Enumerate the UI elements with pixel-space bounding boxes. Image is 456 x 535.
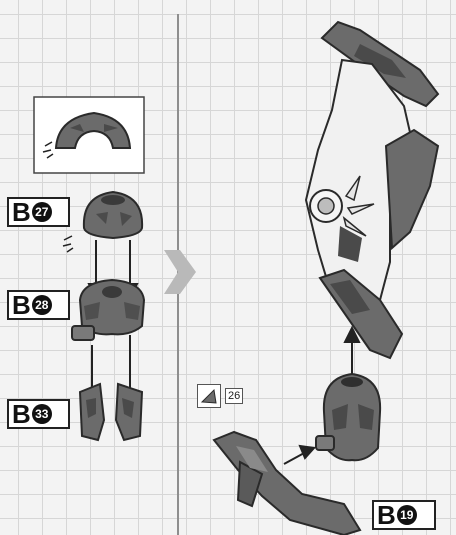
- b27-attention-marks: [63, 236, 73, 252]
- part-letter: B: [12, 199, 31, 225]
- part-label-b28: B 28: [7, 290, 70, 320]
- part-letter: B: [12, 292, 31, 318]
- part-letter: B: [377, 502, 396, 528]
- part-b27-shape: [84, 192, 142, 238]
- reference-thumbnail-icon: [198, 385, 220, 407]
- step-arrow-icon: [164, 250, 196, 294]
- part-b33-shape: [80, 384, 142, 440]
- part-b28-shape: [72, 280, 144, 340]
- reference-step-number: 26: [225, 388, 243, 404]
- part-label-b27: B 27: [7, 197, 70, 227]
- part-number-badge: 27: [32, 202, 52, 222]
- part-letter: B: [12, 401, 31, 427]
- part-number-badge: 19: [397, 505, 417, 525]
- part-number-badge: 28: [32, 295, 52, 315]
- part-number-badge: 33: [32, 404, 52, 424]
- reference-step: 26: [197, 384, 243, 408]
- reference-thumbnail: [197, 384, 221, 408]
- leg-armor-assembly: [306, 22, 438, 358]
- arrow-to-leg: [345, 328, 359, 376]
- part-b19-knee-shape: [316, 374, 380, 460]
- part-label-b19: B 19: [372, 500, 436, 530]
- part-label-b33: B 33: [7, 399, 70, 429]
- arrow-to-knee: [284, 446, 314, 464]
